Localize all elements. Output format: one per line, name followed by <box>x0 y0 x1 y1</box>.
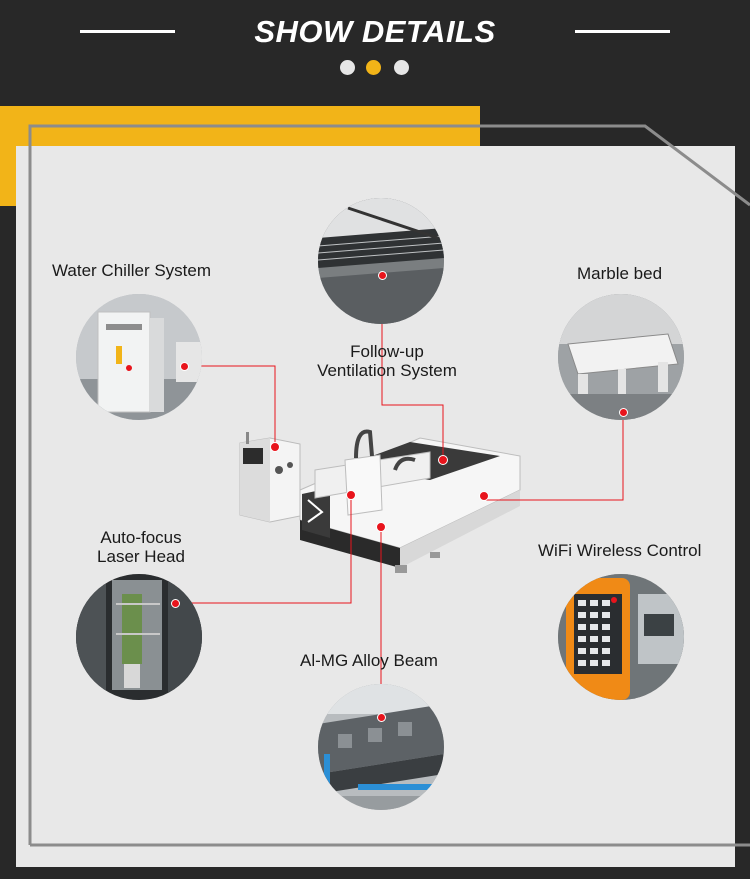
photo-alloy-beam <box>318 684 444 810</box>
label-ventilation-line-1: Follow-up <box>350 342 424 361</box>
page-title: SHOW DETAILS <box>254 14 496 49</box>
label-marble-bed: Marble bed <box>577 264 663 283</box>
label-alloy-beam: Al-MG Alloy Beam <box>300 651 438 670</box>
marble-bed-image <box>558 294 684 420</box>
photo-ventilation <box>318 198 444 324</box>
machine-gantry <box>314 429 431 516</box>
photo-laser-head <box>76 574 202 700</box>
marker-marble-bed <box>619 408 628 417</box>
header: SHOW DETAILS <box>0 0 750 100</box>
label-laser-head: Auto-focus Laser Head <box>86 528 196 566</box>
control-cabinet <box>239 432 301 523</box>
photo-wifi-control <box>558 574 684 700</box>
water-chiller-image <box>76 294 202 420</box>
carousel-dot-3[interactable] <box>394 60 409 75</box>
label-wifi-control: WiFi Wireless Control <box>538 541 702 560</box>
wifi-control-image <box>558 574 684 700</box>
photo-marble-bed <box>558 294 684 420</box>
marker-alloy-beam <box>377 713 386 722</box>
label-laser-head-line-2: Laser Head <box>97 547 185 566</box>
machine-bed <box>299 437 521 573</box>
alloy-beam-image <box>318 684 444 810</box>
carousel-dot-2[interactable] <box>366 60 381 75</box>
label-water-chiller: Water Chiller System <box>52 261 212 280</box>
title-rule-right <box>575 30 670 33</box>
label-ventilation: Follow-up Ventilation System <box>304 342 470 380</box>
laser-head-image <box>76 574 202 700</box>
label-laser-head-line-1: Auto-focus <box>100 528 182 547</box>
marker-water-chiller <box>180 362 189 371</box>
marker-ventilation <box>378 271 387 280</box>
ventilation-image <box>318 198 444 324</box>
photo-water-chiller <box>76 294 202 420</box>
marker-laser-head <box>171 599 180 608</box>
label-ventilation-line-2: Ventilation System <box>317 361 457 380</box>
carousel-dot-1[interactable] <box>340 60 355 75</box>
title-rule-left <box>80 30 175 33</box>
